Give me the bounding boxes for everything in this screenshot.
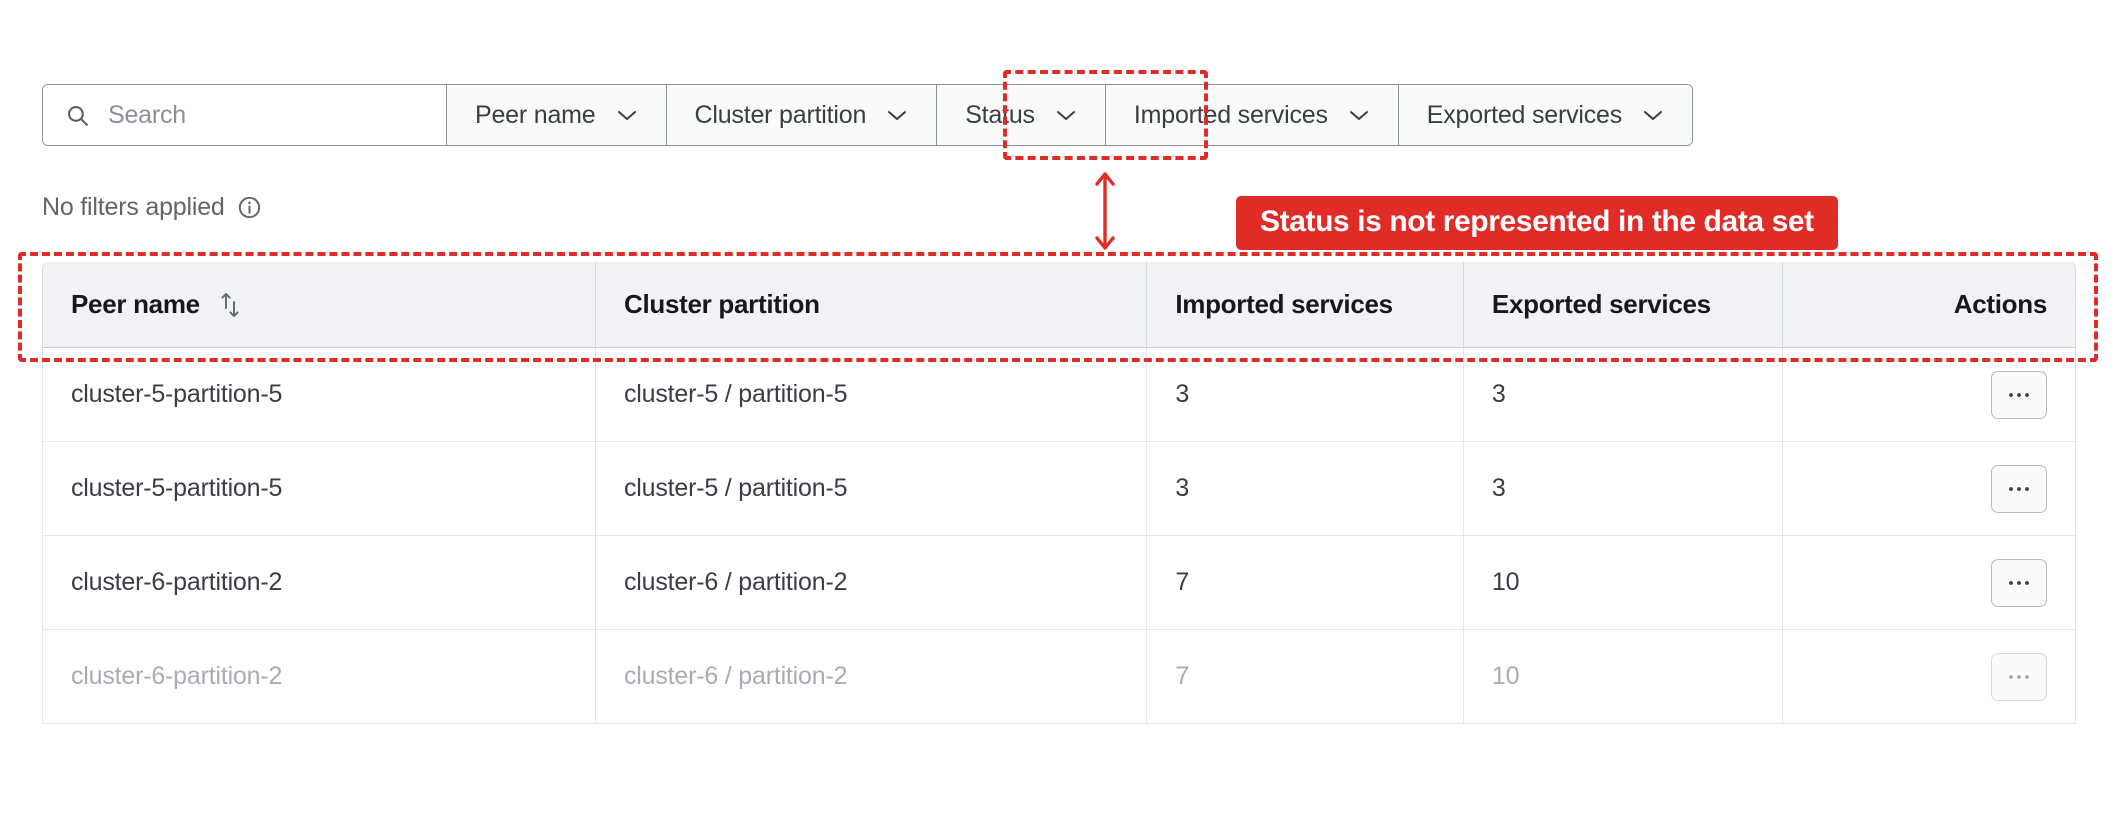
column-header-exported-services[interactable]: Exported services <box>1463 262 1784 348</box>
table-row[interactable]: cluster-5-partition-5 cluster-5 / partit… <box>42 442 2076 536</box>
chevron-down-icon <box>1055 108 1077 122</box>
filter-cluster-partition[interactable]: Cluster partition <box>666 85 938 145</box>
cell-peer-name: cluster-5-partition-5 <box>42 442 596 536</box>
column-header-peer-name-label: Peer name <box>71 289 200 319</box>
filter-status[interactable]: Status <box>937 85 1106 145</box>
cell-actions <box>1783 536 2076 630</box>
sort-updown-icon[interactable] <box>218 291 242 319</box>
search-input[interactable] <box>108 100 424 130</box>
chevron-down-icon <box>1642 108 1664 122</box>
cell-cluster-partition: cluster-5 / partition-5 <box>596 348 1148 442</box>
row-actions-button[interactable] <box>1991 652 2047 701</box>
cell-actions <box>1783 348 2076 442</box>
kebab-menu-icon <box>2007 391 2031 399</box>
filters-status-text: No filters applied <box>42 193 225 221</box>
cell-exported-services: 3 <box>1463 348 1784 442</box>
filter-imported-services-label: Imported services <box>1133 100 1328 129</box>
peers-table: Peer name <box>42 262 2076 724</box>
kebab-menu-icon <box>2007 673 2031 681</box>
table-row[interactable]: cluster-6-partition-2 cluster-6 / partit… <box>42 630 2076 724</box>
chevron-down-icon <box>1348 108 1370 122</box>
cell-exported-services: 10 <box>1463 536 1784 630</box>
cell-actions <box>1783 442 2076 536</box>
column-header-cluster-partition-label: Cluster partition <box>624 289 820 319</box>
column-header-imported-services[interactable]: Imported services <box>1147 262 1464 348</box>
filter-cluster-partition-label: Cluster partition <box>694 100 867 129</box>
chevron-down-icon <box>886 108 908 122</box>
kebab-menu-icon <box>2007 485 2031 493</box>
table-header-row: Peer name <box>42 262 2076 348</box>
filters-status-row: No filters applied <box>42 193 262 222</box>
chevron-down-icon <box>616 108 638 122</box>
cell-imported-services: 3 <box>1147 442 1464 536</box>
cell-exported-services: 3 <box>1463 442 1784 536</box>
cell-peer-name: cluster-5-partition-5 <box>42 348 596 442</box>
column-header-actions-label: Actions <box>1953 289 2048 319</box>
kebab-menu-icon <box>2007 579 2031 587</box>
filter-peer-name[interactable]: Peer name <box>447 85 667 145</box>
cell-cluster-partition: cluster-5 / partition-5 <box>596 442 1148 536</box>
cell-cluster-partition: cluster-6 / partition-2 <box>596 630 1148 724</box>
cell-peer-name: cluster-6-partition-2 <box>42 630 596 724</box>
filter-toolbar: Peer name Cluster partition Status <box>42 84 1694 146</box>
row-actions-button[interactable] <box>1991 464 2047 513</box>
column-header-peer-name[interactable]: Peer name <box>42 262 596 348</box>
column-header-cluster-partition[interactable]: Cluster partition <box>596 262 1148 348</box>
annotation-banner: Status is not represented in the data se… <box>1236 196 1838 250</box>
table-row[interactable]: cluster-6-partition-2 cluster-6 / partit… <box>42 536 2076 630</box>
cell-exported-services: 10 <box>1463 630 1784 724</box>
column-header-imported-services-label: Imported services <box>1175 289 1393 319</box>
cell-imported-services: 7 <box>1147 536 1464 630</box>
filter-exported-services[interactable]: Exported services <box>1398 85 1693 145</box>
filter-peer-name-label: Peer name <box>475 100 596 129</box>
table-fade-overlay <box>0 736 2118 816</box>
cell-peer-name: cluster-6-partition-2 <box>42 536 596 630</box>
cell-cluster-partition: cluster-6 / partition-2 <box>596 536 1148 630</box>
table-row[interactable]: cluster-5-partition-5 cluster-5 / partit… <box>42 348 2076 442</box>
cell-imported-services: 7 <box>1147 630 1464 724</box>
row-actions-button[interactable] <box>1991 558 2047 607</box>
search-icon <box>65 103 90 128</box>
cell-imported-services: 3 <box>1147 348 1464 442</box>
cell-actions <box>1783 630 2076 724</box>
column-header-exported-services-label: Exported services <box>1491 289 1711 319</box>
filter-imported-services[interactable]: Imported services <box>1105 85 1399 145</box>
annotation-double-headed-arrow <box>1082 168 1128 254</box>
row-actions-button[interactable] <box>1991 370 2047 419</box>
column-header-actions: Actions <box>1783 262 2076 348</box>
filter-exported-services-label: Exported services <box>1426 100 1623 129</box>
search-cell[interactable] <box>43 85 447 145</box>
info-icon[interactable] <box>237 195 262 220</box>
filter-status-label: Status <box>965 100 1035 129</box>
